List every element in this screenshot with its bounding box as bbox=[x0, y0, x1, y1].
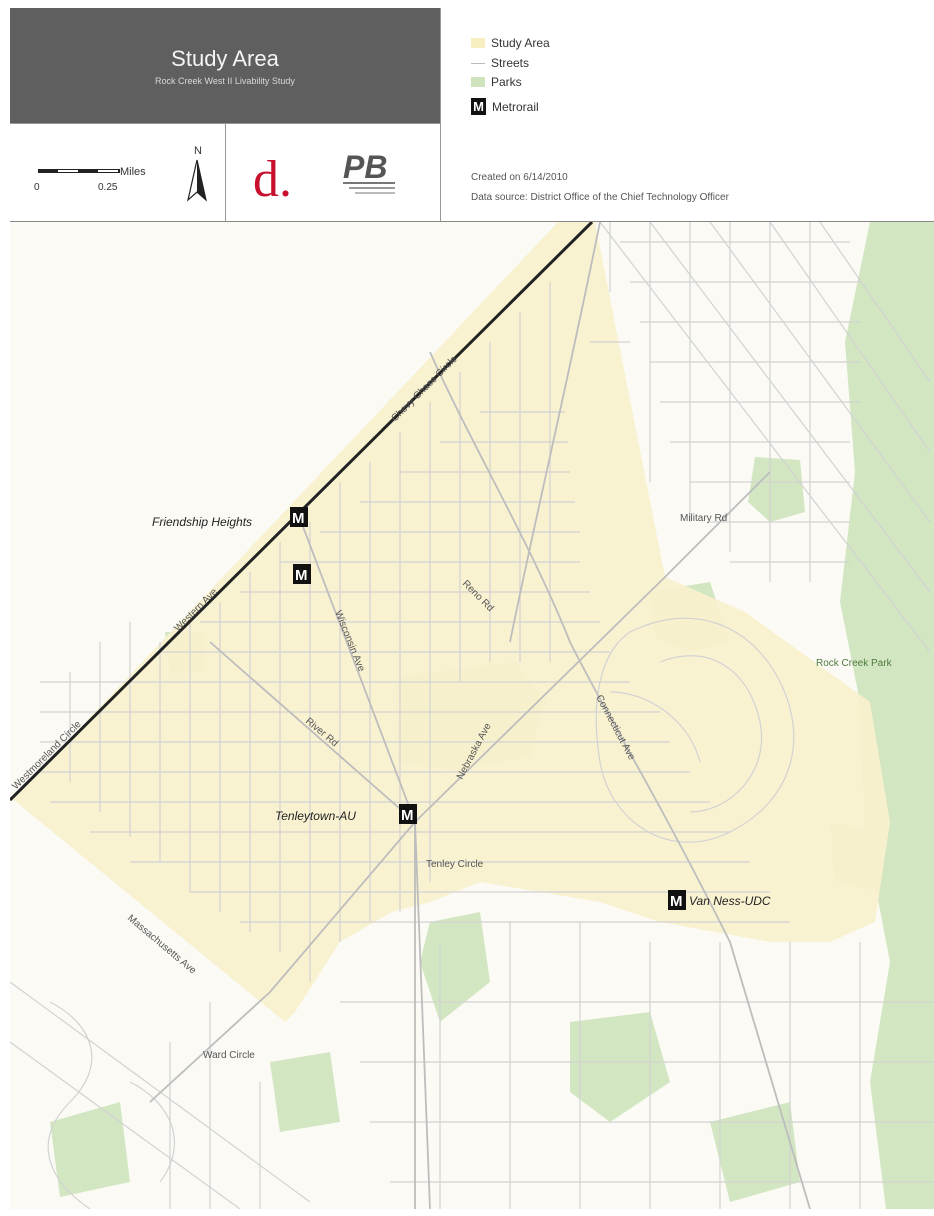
scale-zero: 0 bbox=[34, 182, 40, 193]
created-date: Created on 6/14/2010 bbox=[471, 172, 568, 183]
legend-item-metrorail: M Metrorail bbox=[471, 98, 539, 115]
reno-rd-line bbox=[509, 222, 601, 643]
pb-logo: PB bbox=[343, 149, 395, 194]
parks-swatch bbox=[471, 77, 485, 87]
map-subtitle: Rock Creek West II Livability Study bbox=[155, 76, 295, 86]
metro-icon: M bbox=[292, 510, 305, 527]
legend-item-parks: Parks bbox=[471, 75, 522, 89]
map[interactable]: M Friendship Heights M M Tenleytown-AU M… bbox=[10, 221, 934, 1209]
station-label-friendship-heights: Friendship Heights bbox=[152, 515, 252, 529]
metro-station-tenleytown[interactable]: M Tenleytown-AU bbox=[275, 804, 417, 824]
metro-icon: M bbox=[670, 893, 683, 910]
svg-text:PB: PB bbox=[343, 149, 387, 185]
metro-icon: M bbox=[471, 98, 486, 115]
metro-station-van-ness[interactable]: M Van Ness-UDC bbox=[668, 890, 771, 910]
metro-icon: M bbox=[295, 567, 308, 584]
river-rd-line bbox=[209, 641, 416, 823]
title-panel: Study Area Rock Creek West II Livability… bbox=[10, 8, 440, 123]
legend-item-streets: Streets bbox=[471, 56, 529, 70]
north-label: N bbox=[194, 145, 202, 157]
map-figure: Study Area Rock Creek West II Livability… bbox=[10, 8, 934, 1209]
legend-item-study-area: Study Area bbox=[471, 36, 550, 50]
north-arrow-icon bbox=[187, 159, 207, 202]
massachusetts-ave-line bbox=[149, 821, 416, 1103]
scale-unit: Miles bbox=[120, 166, 146, 178]
metro-station-friendship-heights-2[interactable]: M bbox=[293, 564, 311, 584]
station-label-van-ness: Van Ness-UDC bbox=[689, 894, 771, 908]
logo-panel: d. PB bbox=[225, 123, 440, 222]
label-ward-circle: Ward Circle bbox=[203, 1050, 255, 1061]
map-title: Study Area bbox=[171, 46, 279, 71]
dc-logo: d. bbox=[253, 151, 292, 208]
label-tenley-circle: Tenley Circle bbox=[426, 859, 484, 870]
nebraska-ave-line bbox=[414, 471, 771, 823]
streets-swatch bbox=[471, 62, 485, 64]
scale-bar: Miles 0 0.25 N bbox=[34, 145, 207, 202]
scale-panel: Miles 0 0.25 N bbox=[10, 123, 226, 222]
connecticut-ave-line bbox=[429, 351, 811, 1209]
station-label-tenleytown: Tenleytown-AU bbox=[275, 809, 356, 823]
label-rock-creek-park: Rock Creek Park bbox=[816, 658, 893, 669]
legend: Study Area Streets Parks M Metrorail Cre… bbox=[440, 8, 934, 221]
metro-icon: M bbox=[401, 807, 414, 824]
metro-station-friendship-heights[interactable]: M Friendship Heights bbox=[152, 507, 308, 529]
scale-end: 0.25 bbox=[98, 182, 118, 193]
study-area-swatch bbox=[471, 38, 485, 48]
label-military-rd: Military Rd bbox=[680, 513, 727, 524]
arterials bbox=[149, 222, 811, 1209]
data-source: Data source: District Office of the Chie… bbox=[471, 192, 729, 203]
